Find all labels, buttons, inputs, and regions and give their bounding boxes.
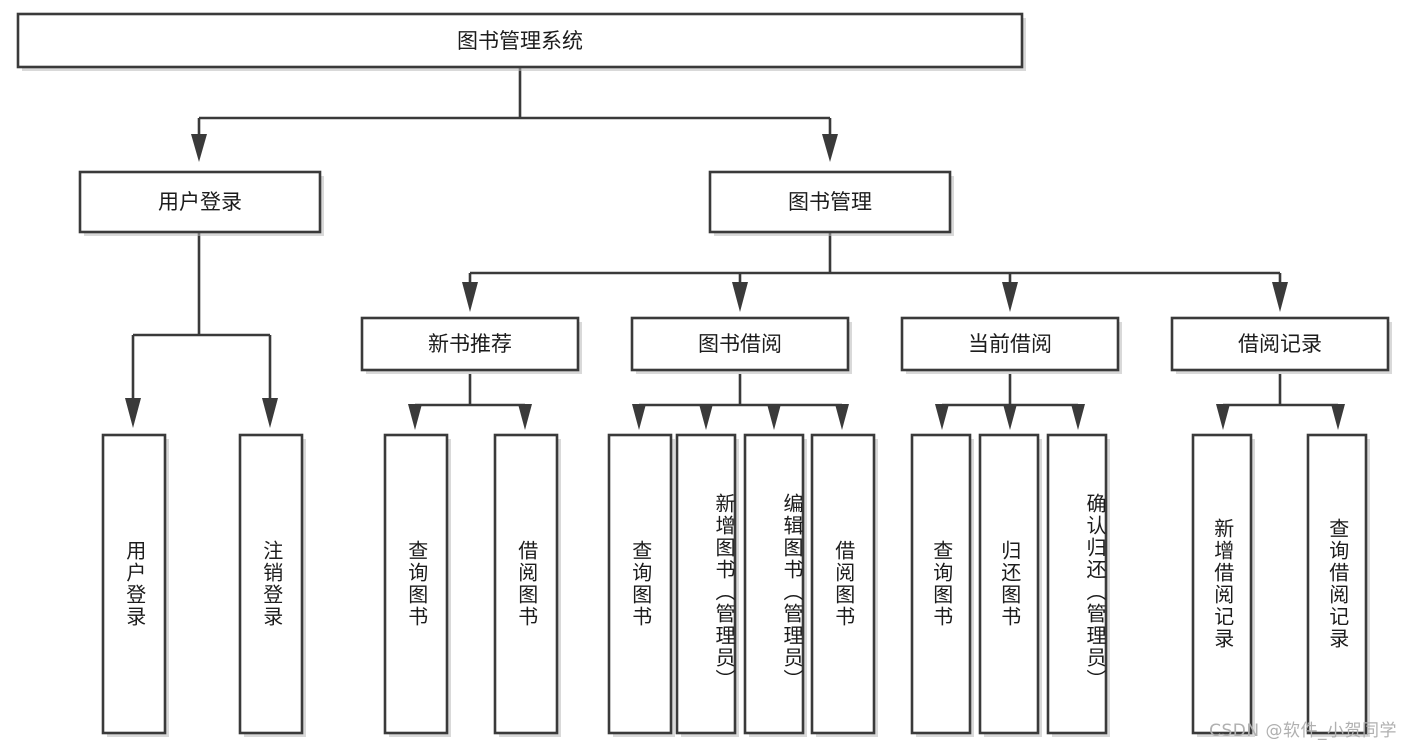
- arrow-leaf-add-record: [1216, 404, 1230, 430]
- leaf-query-book-2[interactable]: [607, 433, 673, 735]
- leaf-borrow-book-2[interactable]: [810, 433, 876, 735]
- arrow-to-user-login: [191, 134, 207, 162]
- csdn-watermark: CSDN @软件_小贺同学: [1209, 721, 1397, 741]
- arrow-to-current-borrow: [1002, 282, 1018, 312]
- arrow-to-book-mgmt: [822, 134, 838, 162]
- node-current-borrow-label: 当前借阅: [968, 332, 1052, 356]
- leaf-query-book-3[interactable]: [910, 433, 972, 735]
- arrow-leaf-borrow-book-1: [518, 404, 532, 430]
- leaf-borrow-book-1[interactable]: [493, 433, 559, 735]
- arrow-leaf-confirm-return: [1071, 404, 1085, 430]
- arrow-leaf-add-book: [699, 404, 713, 430]
- node-borrow-record[interactable]: [1170, 316, 1390, 372]
- arrow-leaf-return-book: [1003, 404, 1017, 430]
- leaf-add-record[interactable]: [1191, 433, 1253, 735]
- leaf-user-login[interactable]: [101, 433, 167, 735]
- node-book-management[interactable]: [708, 170, 952, 234]
- node-book-management-label: 图书管理: [788, 190, 872, 214]
- leaf-query-book-1[interactable]: [383, 433, 449, 735]
- arrow-leaf-query-book-1: [408, 404, 422, 430]
- arrow-leaf-logout-login: [262, 398, 278, 428]
- node-new-book-recommend[interactable]: [360, 316, 580, 372]
- arrow-to-borrow-record: [1272, 282, 1288, 312]
- arrow-leaf-edit-book: [767, 404, 781, 430]
- arrow-leaf-borrow-book-2: [835, 404, 849, 430]
- arrow-leaf-query-book-3: [935, 404, 949, 430]
- arrow-leaf-query-record: [1331, 404, 1345, 430]
- leaf-return-book[interactable]: [978, 433, 1040, 735]
- node-borrow-record-label: 借阅记录: [1238, 332, 1322, 356]
- node-root-label: 图书管理系统: [457, 29, 583, 53]
- node-book-borrow-label: 图书借阅: [698, 332, 782, 356]
- leaf-confirm-return[interactable]: [1046, 433, 1108, 735]
- node-user-login-label: 用户登录: [158, 190, 242, 214]
- arrow-to-new-book-recommend: [462, 282, 478, 312]
- node-new-book-recommend-label: 新书推荐: [428, 332, 512, 356]
- leaf-query-record[interactable]: [1306, 433, 1368, 735]
- leaf-logout-login[interactable]: [238, 433, 304, 735]
- arrow-leaf-user-login: [125, 398, 141, 428]
- node-user-login[interactable]: [78, 170, 322, 234]
- arrow-leaf-query-book-2: [632, 404, 646, 430]
- connector-layer: [125, 67, 1345, 430]
- arrow-to-book-borrow: [732, 282, 748, 312]
- node-layer: 图书管理系统 用户登录 图书管理 新书推荐 图书借阅 当前借阅 借阅记录: [16, 12, 1392, 737]
- node-root[interactable]: [16, 12, 1024, 69]
- leaf-edit-book[interactable]: [743, 433, 805, 735]
- node-current-borrow[interactable]: [900, 316, 1120, 372]
- node-book-borrow[interactable]: [630, 316, 850, 372]
- leaf-add-book[interactable]: [675, 433, 737, 735]
